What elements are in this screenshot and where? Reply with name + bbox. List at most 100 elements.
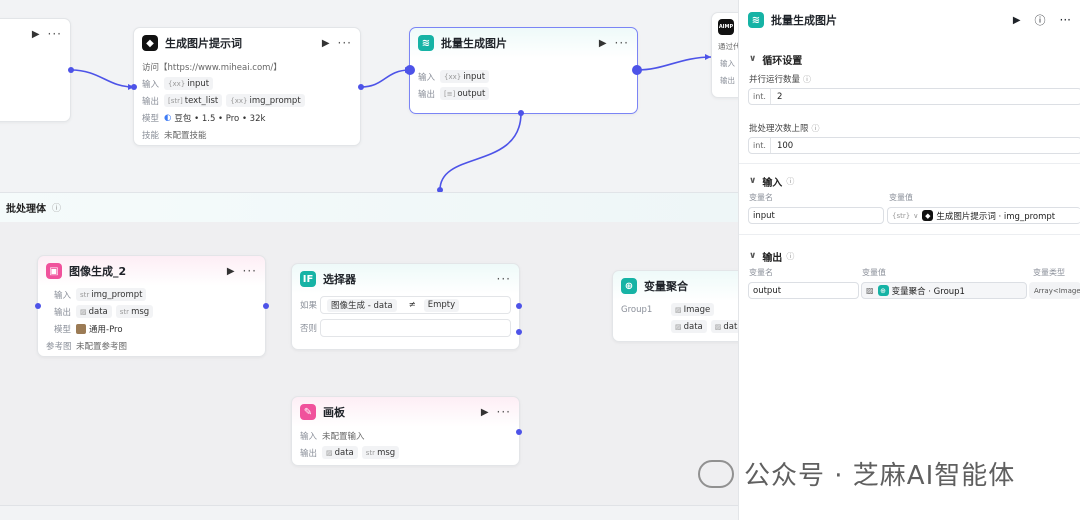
- col-name: 变量名: [749, 268, 773, 277]
- output-label: 输出: [142, 96, 160, 107]
- else-box[interactable]: [320, 319, 511, 337]
- help-icon[interactable]: ⓘ: [1034, 14, 1046, 27]
- node-previous-partial[interactable]: ▶ ···: [0, 18, 71, 122]
- image-type-icon: ▨: [675, 322, 682, 331]
- port-out[interactable]: [68, 67, 74, 73]
- more-icon[interactable]: ···: [1059, 13, 1071, 27]
- tag-text: data: [334, 447, 354, 458]
- more-icon[interactable]: ···: [496, 272, 511, 286]
- type-badge: int.: [749, 138, 771, 153]
- port-out[interactable]: [358, 84, 364, 90]
- ref-label: 参考图: [46, 341, 72, 352]
- chevron-down-icon: ∨: [913, 211, 919, 220]
- input-var-ref[interactable]: {str} ∨ ◆ 生成图片提示词 · img_prompt: [887, 207, 1080, 224]
- model-label: 模型: [54, 324, 72, 335]
- section-output[interactable]: ∨ 输出 ⓘ: [739, 245, 1080, 267]
- vars-row: ▨data ▨data: [613, 318, 751, 335]
- ref-value: 变量聚合 · Group1: [891, 286, 965, 297]
- more-icon[interactable]: ···: [337, 36, 352, 50]
- tag-text: Image: [683, 304, 711, 315]
- port-batch-body-in[interactable]: [437, 187, 443, 193]
- node-title: 批量生成图片: [441, 37, 507, 50]
- col-value: 变量值: [889, 193, 913, 202]
- port-batch-body[interactable]: [518, 110, 524, 116]
- input-var-name[interactable]: input: [748, 207, 884, 224]
- node-batch[interactable]: ≋ 批量生成图片 ▶ ··· 输入 {xx}input 输出 [≡]output: [409, 27, 638, 114]
- tag-text: input: [463, 71, 486, 82]
- type-prefix: str: [119, 307, 130, 316]
- output-var-ref[interactable]: ▨ ⊕ 变量聚合 · Group1: [861, 282, 1027, 299]
- input-value: 未配置输入: [322, 431, 365, 442]
- input-value: 2: [776, 91, 783, 102]
- output-tag: {xx}img_prompt: [226, 94, 305, 107]
- aimp-icon: AIMP: [718, 19, 734, 35]
- else-row: 否则: [292, 316, 519, 340]
- if-icon: IF: [300, 271, 316, 287]
- port-in[interactable]: [405, 65, 415, 75]
- port-in[interactable]: [131, 84, 137, 90]
- batch-icon: ≋: [418, 35, 434, 51]
- more-icon[interactable]: ···: [614, 36, 629, 50]
- panel-title: 批量生成图片: [771, 14, 837, 27]
- more-icon[interactable]: ···: [242, 264, 257, 278]
- output-tag: ▨data: [76, 305, 112, 318]
- if-row: 如果 图像生成 - data ≠ Empty: [292, 294, 519, 316]
- skill-value: 未配置技能: [164, 130, 207, 141]
- batch-body-header[interactable]: 批处理体 ⓘ: [0, 192, 738, 222]
- ref-value: 生成图片提示词 · img_prompt: [936, 211, 1056, 222]
- llm-icon: ◆: [142, 35, 158, 51]
- input-tag: {xx}input: [440, 70, 490, 83]
- play-icon[interactable]: ▶: [321, 37, 330, 49]
- var-tag: ▨data: [710, 320, 747, 333]
- info-icon: ⓘ: [52, 204, 62, 214]
- input-label: 输入: [300, 431, 318, 442]
- wechat-icon: [698, 459, 734, 488]
- play-icon[interactable]: ▶: [226, 265, 235, 277]
- port-in[interactable]: [35, 303, 41, 309]
- play-icon[interactable]: ▶: [31, 28, 40, 40]
- canvas-icon: ✎: [300, 404, 316, 420]
- port-else-out[interactable]: [516, 329, 522, 335]
- if-label: 如果: [300, 301, 318, 311]
- batch-body-title: 批处理体: [6, 204, 46, 215]
- node-selector[interactable]: IF 选择器 ··· 如果 图像生成 - data ≠ Empty 否则: [291, 263, 520, 350]
- play-icon[interactable]: ▶: [598, 37, 607, 49]
- image-type-icon: ▨: [80, 307, 87, 316]
- image-type-icon: ▨: [714, 322, 722, 331]
- tag-text: img_prompt: [249, 95, 301, 106]
- port-out[interactable]: [516, 429, 522, 435]
- model-row: 模型 ◐ 豆包 • 1.5 • Pro • 32k: [134, 109, 360, 126]
- output-label: 输出: [720, 76, 735, 85]
- parallel-input[interactable]: int. 2: [748, 88, 1080, 105]
- tag-text: data: [683, 321, 703, 332]
- section-loop[interactable]: ∨ 循环设置: [739, 48, 1080, 70]
- group-type-tag: ▨Image: [671, 303, 715, 316]
- info-icon: ⓘ: [786, 251, 795, 261]
- output-var-name[interactable]: output: [748, 282, 859, 299]
- section-title: 循环设置: [762, 55, 803, 67]
- tag-text: input: [187, 78, 210, 89]
- port-out[interactable]: [632, 65, 642, 75]
- play-icon[interactable]: ▶: [480, 406, 489, 418]
- tag-text: msg: [377, 447, 396, 458]
- max-input[interactable]: int. 100: [748, 137, 1080, 154]
- more-icon[interactable]: ···: [47, 27, 62, 41]
- input-row: 输入 {xx}input: [134, 75, 360, 92]
- condition-box[interactable]: 图像生成 - data ≠ Empty: [320, 296, 511, 314]
- port-if-out[interactable]: [516, 303, 522, 309]
- section-input[interactable]: ∨ 输入 ⓘ: [739, 170, 1080, 192]
- node-prompt[interactable]: ◆ 生成图片提示词 ▶ ··· 访问【https://www.miheai.co…: [133, 27, 361, 146]
- input-label: 输入: [142, 79, 160, 90]
- port-out[interactable]: [263, 303, 269, 309]
- output-vars: 变量名 变量值 变量类型 output ▨ ⊕ 变量聚合 · Group1 Ar…: [739, 267, 1080, 307]
- play-icon[interactable]: ▶: [1012, 14, 1021, 26]
- more-icon[interactable]: ···: [496, 405, 511, 419]
- node-aggregate[interactable]: ⊕ 变量聚合 Group1 ▨Image ▨data ▨data: [612, 270, 752, 342]
- tag-text: data: [723, 321, 743, 332]
- output-label: 输出: [54, 307, 72, 318]
